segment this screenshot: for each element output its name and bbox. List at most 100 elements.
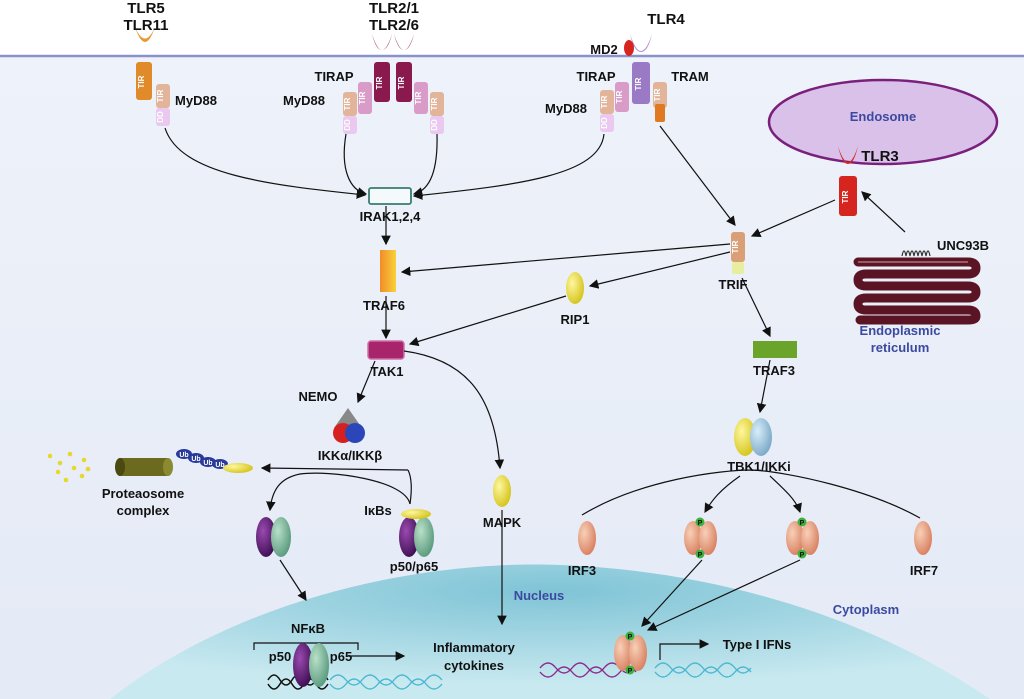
irf7-protein <box>914 521 932 555</box>
label-endosome: Endosome <box>850 109 916 124</box>
svg-text:Ub: Ub <box>215 462 224 469</box>
svg-text:TIR: TIR <box>430 97 439 110</box>
tlr5-receptor: TIR <box>135 27 155 100</box>
endoplasmic-reticulum <box>853 257 981 325</box>
md2-protein <box>624 40 634 56</box>
tirap-adapters-middle: TIR TIR <box>358 82 428 114</box>
myd88-adapters-middle: TIR DD TIR DD <box>343 92 444 134</box>
svg-text:DD: DD <box>600 117 609 129</box>
label-p65: p65 <box>330 649 352 664</box>
nfkb-dimer-free <box>256 517 291 557</box>
label-irak: IRAK1,2,4 <box>360 209 421 224</box>
svg-text:P: P <box>800 520 805 527</box>
label-tbk1-ikki: TBK1/IKKi <box>727 459 791 474</box>
svg-text:Ub: Ub <box>191 456 200 463</box>
proteasome-complex <box>115 458 173 476</box>
irak-complex <box>368 187 412 205</box>
label-mapk: MAPK <box>483 515 522 530</box>
label-tirap-middle: TIRAP <box>315 69 354 84</box>
label-ikk: IKKα/IKKβ <box>318 448 382 463</box>
svg-text:P: P <box>698 552 703 559</box>
label-cytoplasm: Cytoplasm <box>833 602 899 617</box>
label-ikbs: IκBs <box>364 503 391 518</box>
label-irf3: IRF3 <box>568 563 596 578</box>
ifn-transcription-arrow <box>659 639 710 660</box>
tak1-protein <box>367 340 405 360</box>
nuclear-nfkb <box>253 642 443 690</box>
svg-text:TIR: TIR <box>375 76 384 89</box>
label-inflammatory-line2: cytokines <box>444 658 504 673</box>
label-inflammatory-line1: Inflammatory <box>433 640 515 655</box>
svg-text:DD: DD <box>156 111 165 123</box>
svg-text:TIR: TIR <box>414 91 423 104</box>
ubiquitin-chain: Ub Ub Ub Ub <box>176 449 253 473</box>
label-nfkb: NFκB <box>291 621 325 636</box>
label-p50-p65: p50/p65 <box>390 559 438 574</box>
tlr4-receptor: TIR <box>624 34 652 104</box>
unc93b-protein <box>901 250 931 257</box>
svg-text:P: P <box>628 634 633 641</box>
svg-text:DD: DD <box>430 119 439 131</box>
label-traf3: TRAF3 <box>753 363 795 378</box>
svg-text:TIR: TIR <box>137 75 146 88</box>
label-tlr11: TLR11 <box>123 17 168 34</box>
svg-text:TIR: TIR <box>653 88 662 101</box>
label-traf6: TRAF6 <box>363 298 405 313</box>
svg-text:TIR: TIR <box>731 240 740 253</box>
label-tirap-right: TIRAP <box>577 69 616 84</box>
svg-text:P: P <box>800 552 805 559</box>
label-p50: p50 <box>269 649 291 664</box>
endosome <box>767 78 999 166</box>
ikb-nfkb-complex <box>399 509 434 557</box>
svg-text:TIR: TIR <box>343 97 352 110</box>
irf3-protein <box>578 521 596 555</box>
label-myd88-right: MyD88 <box>545 101 587 116</box>
svg-text:Ub: Ub <box>203 460 212 467</box>
rip1-protein <box>566 272 584 304</box>
phosphorylated-irf7-dimer: P P <box>786 517 819 559</box>
label-unc93b: UNC93B <box>937 238 989 253</box>
traf3-protein <box>753 341 797 358</box>
label-tram: TRAM <box>671 69 709 84</box>
svg-text:TIR: TIR <box>156 89 165 102</box>
svg-text:P: P <box>698 520 703 527</box>
svg-text:TIR: TIR <box>841 190 850 203</box>
label-tlr2-1: TLR2/1 <box>369 0 419 17</box>
trif-adapter: TIR <box>731 232 745 274</box>
svg-text:P: P <box>628 668 633 675</box>
phosphorylated-irf3-dimer: P P <box>684 517 717 559</box>
myd88-adapter-left: TIR DD <box>156 84 170 126</box>
label-nemo: NEMO <box>299 389 338 404</box>
label-tlr3: TLR3 <box>861 148 899 165</box>
extracellular-space <box>0 0 1024 56</box>
mapk-protein <box>493 475 511 507</box>
nuclear-irf-dimer: P P <box>539 631 752 678</box>
label-proteasome-line2: complex <box>117 503 171 518</box>
label-trif: TRIF <box>719 277 748 292</box>
label-tlr4: TLR4 <box>647 11 685 28</box>
label-tlr5: TLR5 <box>127 0 165 17</box>
svg-text:TIR: TIR <box>615 90 624 103</box>
label-md2: MD2 <box>590 42 617 57</box>
label-type-i-ifns: Type I IFNs <box>723 637 791 652</box>
label-irf7: IRF7 <box>910 563 938 578</box>
label-er-line1: Endoplasmic <box>860 323 941 338</box>
label-myd88-middle: MyD88 <box>283 93 325 108</box>
degraded-fragments <box>47 451 91 483</box>
ikk-complex <box>333 408 365 443</box>
traf6-protein <box>380 250 396 292</box>
pathway-arrows <box>164 125 921 631</box>
svg-text:Ub: Ub <box>179 452 188 459</box>
label-proteasome-line1: Proteaosome <box>102 486 184 501</box>
svg-text:DD: DD <box>343 119 352 131</box>
label-er-line2: reticulum <box>871 340 930 355</box>
label-tlr2-6: TLR2/6 <box>369 17 419 34</box>
svg-text:TIR: TIR <box>634 77 643 90</box>
tlr4-adapters: TIR TIR DD TIR <box>600 82 667 132</box>
svg-text:TIR: TIR <box>600 95 609 108</box>
nucleus-shape <box>110 564 990 699</box>
label-tak1: TAK1 <box>371 364 404 379</box>
label-rip1: RIP1 <box>561 312 590 327</box>
tbk1-ikki-complex <box>734 418 772 456</box>
